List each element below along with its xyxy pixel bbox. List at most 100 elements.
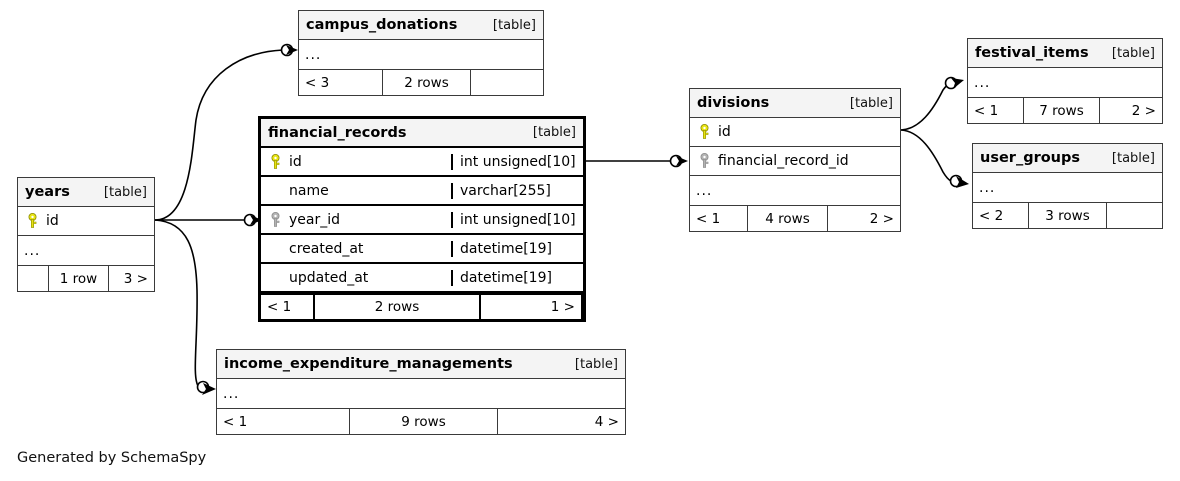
column-name-cell: name bbox=[261, 183, 451, 199]
column-name-cell: id bbox=[690, 124, 900, 140]
footer-left[interactable]: < 1 bbox=[217, 409, 350, 434]
column-name-cell: id bbox=[18, 213, 154, 229]
table-name: festival_items bbox=[975, 45, 1089, 61]
column-name: year_id bbox=[289, 211, 341, 228]
primary-key-icon bbox=[28, 213, 37, 228]
table-type-tag: [table] bbox=[492, 17, 536, 33]
foreign-key-icon bbox=[271, 211, 280, 227]
footer-rowcount: 2 rows bbox=[315, 295, 481, 319]
foreign-key-icon bbox=[700, 153, 709, 168]
table-footer: < 1 4 rows 2 > bbox=[690, 205, 900, 231]
edge-divisions-festival-items bbox=[900, 82, 951, 131]
column-type: varchar[255] bbox=[451, 182, 583, 199]
table-header: financial_records [table] bbox=[261, 119, 583, 148]
endpoint-circle-financial-records bbox=[243, 213, 257, 227]
table-user-groups[interactable]: user_groups [table] ... < 2 3 rows bbox=[972, 143, 1163, 229]
arrowhead-user-groups bbox=[956, 176, 969, 188]
footer-left[interactable] bbox=[18, 266, 49, 291]
footer-right[interactable] bbox=[471, 70, 543, 95]
column-name: updated_at bbox=[289, 269, 369, 286]
column-name-cell: financial_record_id bbox=[690, 153, 900, 169]
footer-left[interactable]: < 1 bbox=[690, 206, 748, 231]
column-type: datetime[19] bbox=[451, 269, 583, 286]
table-row: created_at datetime[19] bbox=[261, 235, 583, 264]
column-name-cell: year_id bbox=[261, 212, 451, 228]
column-name: created_at bbox=[289, 240, 364, 257]
table-income-expenditure-managements[interactable]: income_expenditure_managements [table] .… bbox=[216, 349, 626, 435]
table-row: id bbox=[690, 118, 900, 147]
table-row: year_id int unsigned[10] bbox=[261, 206, 583, 235]
table-row: ... bbox=[18, 236, 154, 265]
endpoint-circle-festival-items bbox=[944, 76, 958, 90]
table-header: years [table] bbox=[18, 178, 154, 207]
footer-right[interactable]: 1 > bbox=[481, 295, 583, 319]
footer-rowcount: 1 row bbox=[49, 266, 109, 291]
arrowhead-income-expenditure bbox=[202, 383, 216, 395]
column-name: ... bbox=[979, 179, 996, 196]
table-footer: < 1 9 rows 4 > bbox=[217, 408, 625, 434]
column-name-cell: created_at bbox=[261, 241, 451, 257]
column-type: datetime[19] bbox=[451, 240, 583, 257]
endpoint-circle-user-groups bbox=[949, 174, 963, 188]
table-header: festival_items [table] bbox=[968, 39, 1162, 68]
column-name-cell: id bbox=[261, 154, 451, 170]
table-name: years bbox=[25, 184, 70, 200]
table-festival-items[interactable]: festival_items [table] ... < 1 7 rows 2 … bbox=[967, 38, 1163, 124]
table-columns: ... bbox=[217, 379, 625, 408]
table-footer: < 1 7 rows 2 > bbox=[968, 97, 1162, 123]
table-type-tag: [table] bbox=[574, 356, 618, 372]
table-footer: < 2 3 rows bbox=[973, 202, 1162, 228]
table-footer: < 3 2 rows bbox=[299, 69, 543, 95]
column-name: id bbox=[289, 153, 302, 170]
edge-divisions-user-groups bbox=[900, 129, 952, 182]
footer-right[interactable]: 4 > bbox=[594, 413, 619, 430]
column-name: name bbox=[289, 182, 329, 199]
table-name: financial_records bbox=[268, 124, 407, 141]
column-type: int unsigned[10] bbox=[451, 153, 583, 170]
arrowhead-divisions bbox=[676, 156, 688, 166]
table-row: ... bbox=[299, 40, 543, 69]
table-footer: < 1 2 rows 1 > bbox=[261, 293, 583, 319]
footer-right[interactable]: 3 > bbox=[123, 270, 148, 287]
table-divisions[interactable]: divisions [table] id financial_record_id… bbox=[689, 88, 901, 232]
column-name: financial_record_id bbox=[718, 153, 849, 169]
primary-key-icon bbox=[271, 153, 280, 169]
footer-left[interactable]: < 1 bbox=[261, 295, 315, 319]
footer-rowcount: 2 rows bbox=[383, 70, 471, 95]
table-columns: id int unsigned[10] name varchar[255] ye… bbox=[261, 148, 583, 293]
footer-right[interactable] bbox=[1107, 203, 1162, 228]
column-name: ... bbox=[696, 182, 713, 199]
table-row: name varchar[255] bbox=[261, 177, 583, 206]
footer-rowcount: 7 rows bbox=[1024, 98, 1100, 123]
footer-left[interactable]: < 1 bbox=[968, 98, 1024, 123]
table-years[interactable]: years [table] id ... 1 row 3 > bbox=[17, 177, 155, 292]
table-name: income_expenditure_managements bbox=[224, 356, 513, 372]
table-financial-records[interactable]: financial_records [table] id int unsigne… bbox=[258, 116, 586, 322]
arrowhead-campus-donations bbox=[286, 45, 298, 55]
table-columns: id financial_record_id ... bbox=[690, 118, 900, 205]
table-type-tag: [table] bbox=[1111, 45, 1155, 61]
footer-rowcount: 4 rows bbox=[748, 206, 828, 231]
table-row: id bbox=[18, 207, 154, 236]
table-columns: ... bbox=[968, 68, 1162, 97]
footer-right[interactable]: 2 > bbox=[1131, 102, 1156, 119]
endpoint-circle-divisions bbox=[669, 154, 683, 168]
table-header: divisions [table] bbox=[690, 89, 900, 118]
footer-left[interactable]: < 3 bbox=[299, 70, 383, 95]
table-header: campus_donations [table] bbox=[299, 11, 543, 40]
table-name: campus_donations bbox=[306, 17, 458, 33]
footer-left[interactable]: < 2 bbox=[973, 203, 1029, 228]
table-type-tag: [table] bbox=[1111, 150, 1155, 166]
table-name: divisions bbox=[697, 95, 770, 111]
column-type: int unsigned[10] bbox=[451, 211, 583, 228]
table-row: ... bbox=[690, 176, 900, 205]
endpoint-circle-campus-donations bbox=[280, 43, 294, 57]
footer-rowcount: 3 rows bbox=[1029, 203, 1107, 228]
table-header: income_expenditure_managements [table] bbox=[217, 350, 625, 379]
table-name: user_groups bbox=[980, 150, 1081, 166]
table-campus-donations[interactable]: campus_donations [table] ... < 3 2 rows bbox=[298, 10, 544, 96]
footer-right[interactable]: 2 > bbox=[869, 210, 894, 227]
column-name: id bbox=[718, 124, 731, 140]
endpoint-circle-income-expenditure bbox=[196, 380, 210, 394]
